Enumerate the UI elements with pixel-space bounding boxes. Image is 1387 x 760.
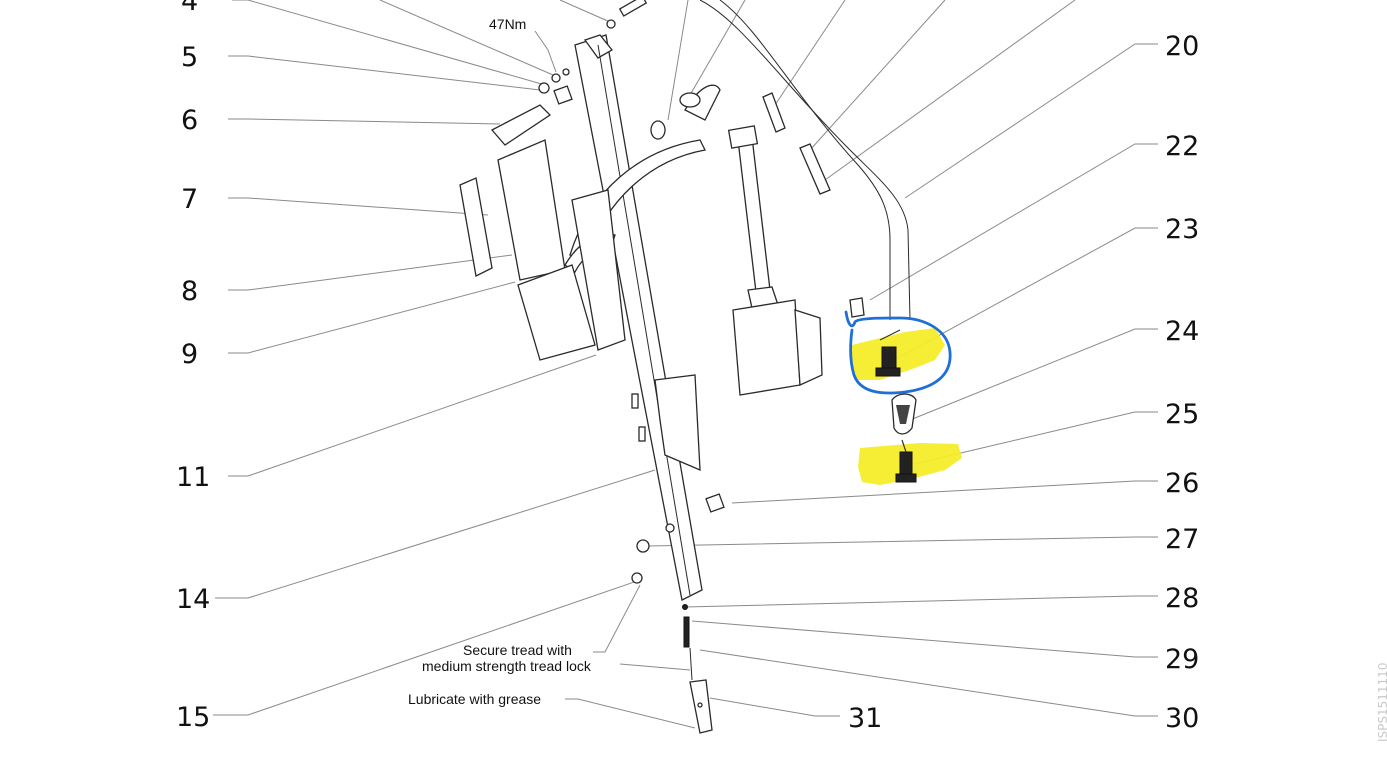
callout-14: 14: [176, 584, 210, 615]
parts-artwork: [459, 0, 911, 734]
callout-7: 7: [181, 184, 198, 215]
callout-29: 29: [1165, 644, 1199, 675]
callout-8: 8: [181, 276, 198, 307]
grip-part-24: [891, 393, 917, 435]
clip-part-25: [895, 439, 917, 483]
callout-numbers: 4 5 6 7 8 9 11 14 15 20 22 23 24 25 26 2…: [176, 0, 1199, 734]
upright-bar-part: [699, 0, 911, 321]
callout-28: 28: [1165, 583, 1199, 614]
callout-26: 26: [1165, 468, 1199, 499]
yellow-highlight-23: [850, 328, 945, 380]
clip-part-23: [875, 329, 901, 377]
lubricate-note: Lubricate with grease: [408, 691, 541, 707]
callout-23: 23: [1165, 214, 1199, 245]
main-column-part: [574, 34, 703, 601]
callout-24: 24: [1165, 316, 1199, 347]
callout-22: 22: [1165, 131, 1199, 162]
callout-30: 30: [1165, 703, 1199, 734]
lower-fasteners-part: [631, 493, 725, 734]
callout-9: 9: [181, 339, 198, 370]
callout-25: 25: [1165, 399, 1199, 430]
blue-circle-annotation: [844, 310, 952, 395]
control-box-part: [459, 104, 626, 361]
callout-20: 20: [1165, 31, 1199, 62]
highlight-marks: [844, 310, 962, 485]
leader-lines: [213, 0, 1158, 729]
callout-4: 4: [181, 0, 198, 17]
callout-27: 27: [1165, 524, 1199, 555]
callout-15: 15: [176, 702, 210, 733]
callout-5: 5: [181, 42, 198, 73]
callout-6: 6: [181, 105, 198, 136]
top-bolt-part: [538, 0, 648, 105]
diagram-notes: 47Nm Secure tread with medium strength t…: [408, 16, 592, 707]
torque-note: 47Nm: [489, 16, 526, 32]
tread-lock-note-line1: Secure tread with: [463, 642, 572, 658]
callout-11: 11: [176, 462, 210, 493]
actuator-part: [727, 125, 823, 396]
document-id-watermark: ISPS1511110: [1376, 663, 1387, 742]
callout-31: 31: [848, 703, 882, 734]
tread-lock-note-line2: medium strength tread lock: [422, 658, 592, 674]
